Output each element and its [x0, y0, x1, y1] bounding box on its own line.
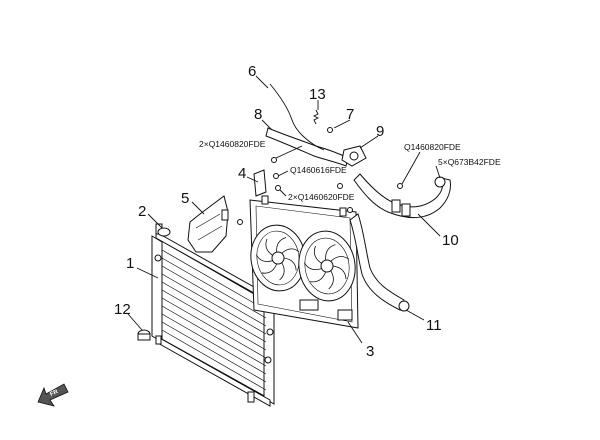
- front-direction-arrow-icon: FR: [37, 383, 69, 407]
- callout-1: 1: [126, 255, 134, 272]
- radiator-fin: [161, 281, 267, 343]
- fan-blade: [303, 262, 322, 271]
- radiator-fin: [161, 321, 267, 383]
- callout-9: 9: [376, 123, 384, 140]
- callout-8: 8: [254, 106, 262, 123]
- thermostat-housing-9: [341, 145, 367, 167]
- callout-7: 7: [346, 106, 354, 123]
- fan-blade: [265, 238, 273, 256]
- fastener-code-3: 2×Q1460620FDE: [288, 192, 355, 202]
- radiator-fin: [161, 273, 267, 335]
- callout-12: 12: [114, 301, 131, 318]
- fan-blade: [328, 270, 334, 290]
- callout-6: 6: [248, 63, 256, 80]
- radiator-fin: [161, 305, 267, 367]
- hose-end: [398, 300, 410, 312]
- callout-13: 13: [309, 86, 326, 103]
- bolt-7: [327, 127, 333, 133]
- fastener-code-5: 5×Q673B42FDE: [438, 157, 501, 167]
- bolt: [271, 157, 277, 163]
- bolt: [273, 173, 279, 179]
- fastener-code-1: 2×Q1460820FDE: [199, 139, 266, 149]
- radiator-fin: [161, 313, 267, 375]
- hose-clamp: [391, 199, 401, 213]
- callout-11: 11: [426, 317, 442, 334]
- hose-8: [265, 127, 349, 167]
- bolt: [337, 183, 343, 189]
- hose-11: [349, 213, 405, 311]
- fan-blade: [310, 271, 327, 283]
- radiator-fin: [161, 257, 267, 319]
- fan-blade: [261, 263, 278, 274]
- expansion-tank: [187, 195, 229, 253]
- hose-end: [434, 176, 446, 188]
- fan-blade: [276, 237, 287, 253]
- radiator: [151, 223, 275, 407]
- fan-blade: [255, 254, 273, 262]
- radiator-fin: [161, 249, 267, 311]
- fan-blade: [332, 265, 347, 280]
- radiator-fin: [161, 329, 267, 391]
- leader-lines: [127, 75, 441, 344]
- fastener-code-4: Q1460820FDE: [404, 142, 461, 152]
- callout-2: 2: [138, 203, 146, 220]
- callout-4: 4: [238, 165, 246, 182]
- clip-13: [312, 109, 320, 125]
- hose-clamp: [401, 203, 411, 217]
- bolt: [397, 183, 403, 189]
- fan-blade: [281, 248, 300, 254]
- fan-blade: [330, 256, 350, 262]
- bracket-4: [253, 169, 267, 197]
- callout-10: 10: [442, 232, 459, 249]
- callout-3: 3: [366, 343, 374, 360]
- radiator-fin: [161, 265, 267, 327]
- callout-5: 5: [181, 190, 189, 207]
- fastener-code-2: Q1460616FDE: [290, 165, 347, 175]
- rubber-mount-2: [157, 227, 171, 237]
- fan-blade: [279, 262, 285, 281]
- bolt: [347, 207, 353, 213]
- radiator-fin: [161, 297, 267, 359]
- fan-blade: [313, 245, 322, 264]
- rubber-mount-12-base: [137, 333, 151, 341]
- radiator-fin: [161, 289, 267, 351]
- bolt: [275, 185, 281, 191]
- fan-shroud: [249, 195, 359, 329]
- bolt: [237, 219, 243, 225]
- fan-blade: [283, 257, 297, 271]
- pipe-6: [269, 83, 325, 151]
- fan-blade: [325, 244, 336, 261]
- front-direction-label: FR: [49, 389, 59, 398]
